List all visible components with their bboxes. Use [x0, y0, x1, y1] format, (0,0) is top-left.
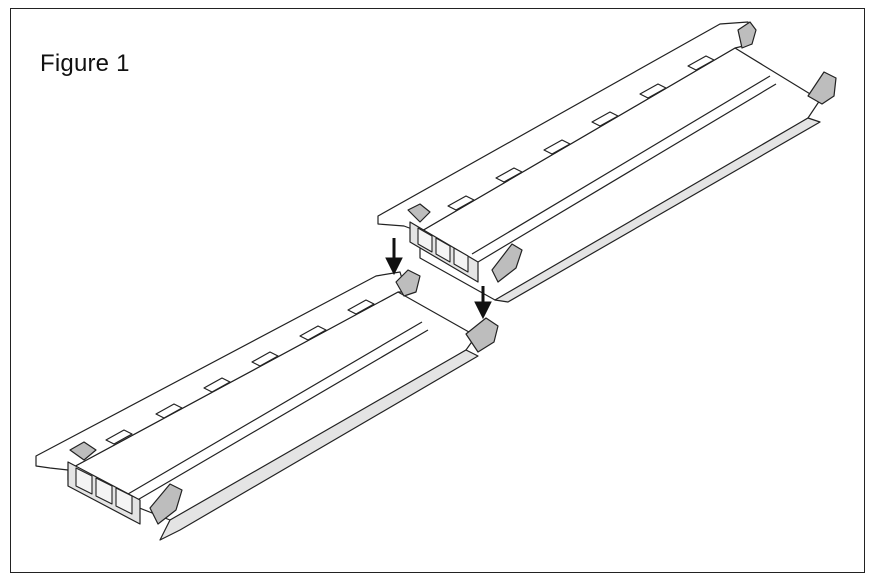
upper-segment-ridge-line — [471, 75, 771, 255]
upper-cable-protector-segment — [377, 21, 837, 303]
upper-segment-front-connector — [491, 243, 523, 283]
alignment-arrow-left — [385, 238, 403, 276]
upper-segment-front-ramp-edge — [494, 117, 821, 303]
upper-segment-ridge-line-2 — [477, 83, 777, 263]
upper-segment-right-connector — [807, 71, 837, 105]
lower-segment-hinge-tabs — [105, 299, 375, 445]
figure-label: Figure 1 — [40, 50, 130, 77]
lower-segment-rear-connector — [395, 269, 421, 297]
upper-segment-cable-channels — [417, 227, 469, 273]
lower-cable-protector-segment — [35, 269, 499, 541]
upper-segment-left-connector — [407, 203, 431, 223]
lower-segment-left-connector — [69, 441, 97, 461]
lower-segment-right-connector — [465, 317, 499, 353]
upper-segment-rear-lip — [377, 21, 753, 233]
lower-segment-cable-channels — [75, 467, 133, 515]
lower-segment-front-connector — [149, 483, 183, 525]
alignment-arrow-right — [474, 286, 492, 320]
upper-segment-rear-connector — [737, 21, 757, 49]
lower-segment-rear-lip — [35, 271, 407, 471]
lower-segment-front-ramp-edge — [159, 349, 479, 541]
lower-segment-ridge-line-2 — [133, 329, 429, 503]
lower-segment-ridge-line — [127, 321, 423, 495]
upper-segment-hinge-tabs — [447, 55, 715, 211]
